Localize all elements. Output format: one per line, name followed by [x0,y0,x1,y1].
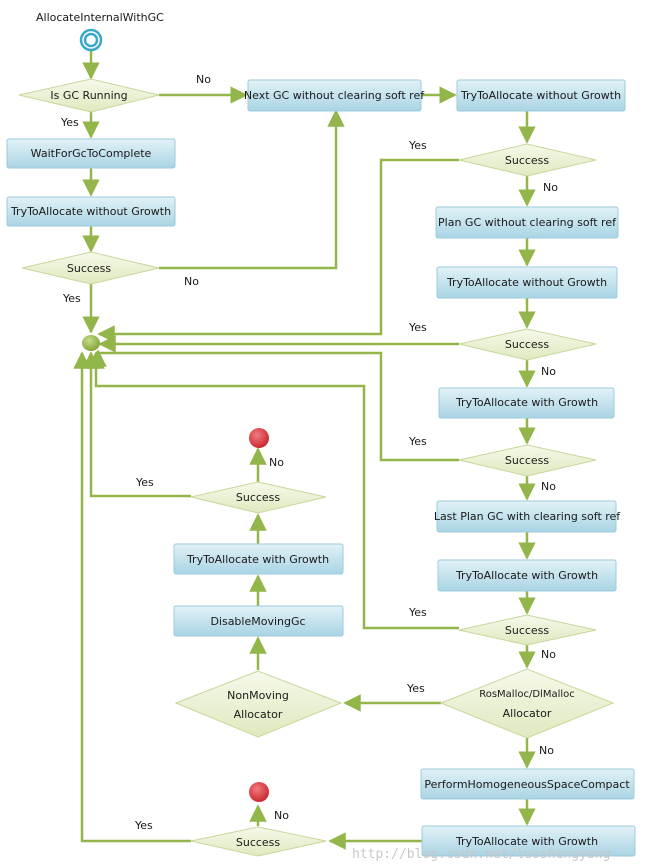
edge-s1-nextgc [159,109,345,270]
label-try-alloc-growth-4: TryToAllocate with Growth [455,835,598,848]
label-try-alloc-no-growth-1: TryToAllocate without Growth [10,205,171,218]
box-try-alloc-growth-2 [437,559,617,592]
box-try-alloc-no-growth-3 [436,266,618,299]
start-node [79,28,103,52]
decision-success-3 [458,328,597,361]
decision-success-7 [190,826,327,857]
edge-label-no-success-7: No [274,809,289,822]
label-success-2: Success [505,154,550,167]
box-try-alloc-no-growth-2 [456,79,626,112]
edge-label-yes-success-1: Yes [62,292,81,305]
box-try-alloc-growth-1 [438,387,615,419]
label-success-6: Success [236,491,281,504]
label-try-alloc-growth-3: TryToAllocate with Growth [186,553,329,566]
box-try-alloc-no-growth-1 [6,196,176,227]
edge-s2-join [97,158,459,343]
diagram-title: AllocateInternalWithGC [36,11,164,24]
edge-label-yes-success-6: Yes [135,476,154,489]
box-next-gc [247,79,422,112]
label-success-3: Success [505,338,550,351]
decision-success-2 [458,143,597,177]
edge-label-yes-success-7: Yes [134,819,153,832]
edge-s4-join [89,349,459,462]
edge-label-yes-success-2: Yes [408,139,427,152]
label-rosalloc-line1: RosMalloc/DlMalloc [479,689,575,700]
edge-labels: No Yes No Yes Yes No Yes No Yes No Yes N… [60,73,558,832]
edge-label-yes-rosalloc: Yes [406,682,425,695]
edge-label-no-is-gc: No [196,73,211,86]
edge-label-yes-is-gc: Yes [60,116,79,129]
decision-rosalloc [439,668,615,739]
box-disable-moving-gc [173,605,344,637]
decision-is-gc-running [18,78,160,113]
label-wait-for-gc: WaitForGcToComplete [31,147,152,160]
label-try-alloc-no-growth-2: TryToAllocate without Growth [460,89,621,102]
label-success-4: Success [505,454,550,467]
label-perform-compact: PerformHomogeneousSpaceCompact [424,778,630,791]
edge-label-no-success-3: No [541,365,556,378]
label-rosalloc-line2: Allocator [503,707,552,720]
label-nonmoving-line1: NonMoving [227,689,289,702]
label-try-alloc-growth-1: TryToAllocate with Growth [455,396,598,409]
label-is-gc-running: Is GC Running [50,89,127,102]
process-boxes [6,79,636,857]
edge-s7-join [73,351,191,843]
decision-success-4 [458,444,597,477]
edge-s5-join [87,351,459,630]
decision-success-1 [21,251,160,285]
edge-label-no-success-5: No [541,648,556,661]
edges [73,51,536,850]
label-try-alloc-no-growth-3: TryToAllocate without Growth [446,276,607,289]
decision-success-6 [190,481,327,514]
node-labels: Is GC Running WaitForGcToComplete TryToA… [10,89,630,849]
box-try-alloc-growth-3 [173,543,344,575]
label-nonmoving-line2: Allocator [234,708,283,721]
edge-label-no-success-4: No [541,480,556,493]
edge-s6-join [82,351,191,498]
label-plan-gc: Plan GC without clearing soft ref [438,216,617,229]
label-next-gc: Next GC without clearing soft ref [244,89,425,102]
box-wait-for-gc [6,138,176,169]
edge-label-yes-success-5: Yes [408,606,427,619]
edge-label-no-success-2: No [543,181,558,194]
decision-nonmoving [174,670,343,738]
decision-shapes [18,78,615,857]
join-node [82,335,100,351]
label-disable-moving-gc: DisableMovingGc [210,615,305,628]
label-try-alloc-growth-2: TryToAllocate with Growth [455,569,598,582]
end-node-lower [249,782,269,802]
end-node-upper [249,428,269,448]
label-last-plan-gc: Last Plan GC with clearing soft ref [434,510,621,523]
box-try-alloc-growth-4 [421,825,636,857]
edge-label-no-success-6: No [269,456,284,469]
edge-label-yes-success-3: Yes [408,321,427,334]
box-plan-gc [435,206,619,239]
edge-label-no-rosalloc: No [539,744,554,757]
label-success-5: Success [505,624,550,637]
decision-success-5 [458,614,597,646]
watermark-url: http://blog.csdn.net/luoshengyang [352,847,610,862]
edge-label-yes-success-4: Yes [408,435,427,448]
edge-label-no-success-1: No [184,275,199,288]
box-last-plan-gc [436,500,617,533]
box-perform-compact [420,768,635,800]
label-success-7: Success [236,836,281,849]
label-success-1: Success [67,262,112,275]
